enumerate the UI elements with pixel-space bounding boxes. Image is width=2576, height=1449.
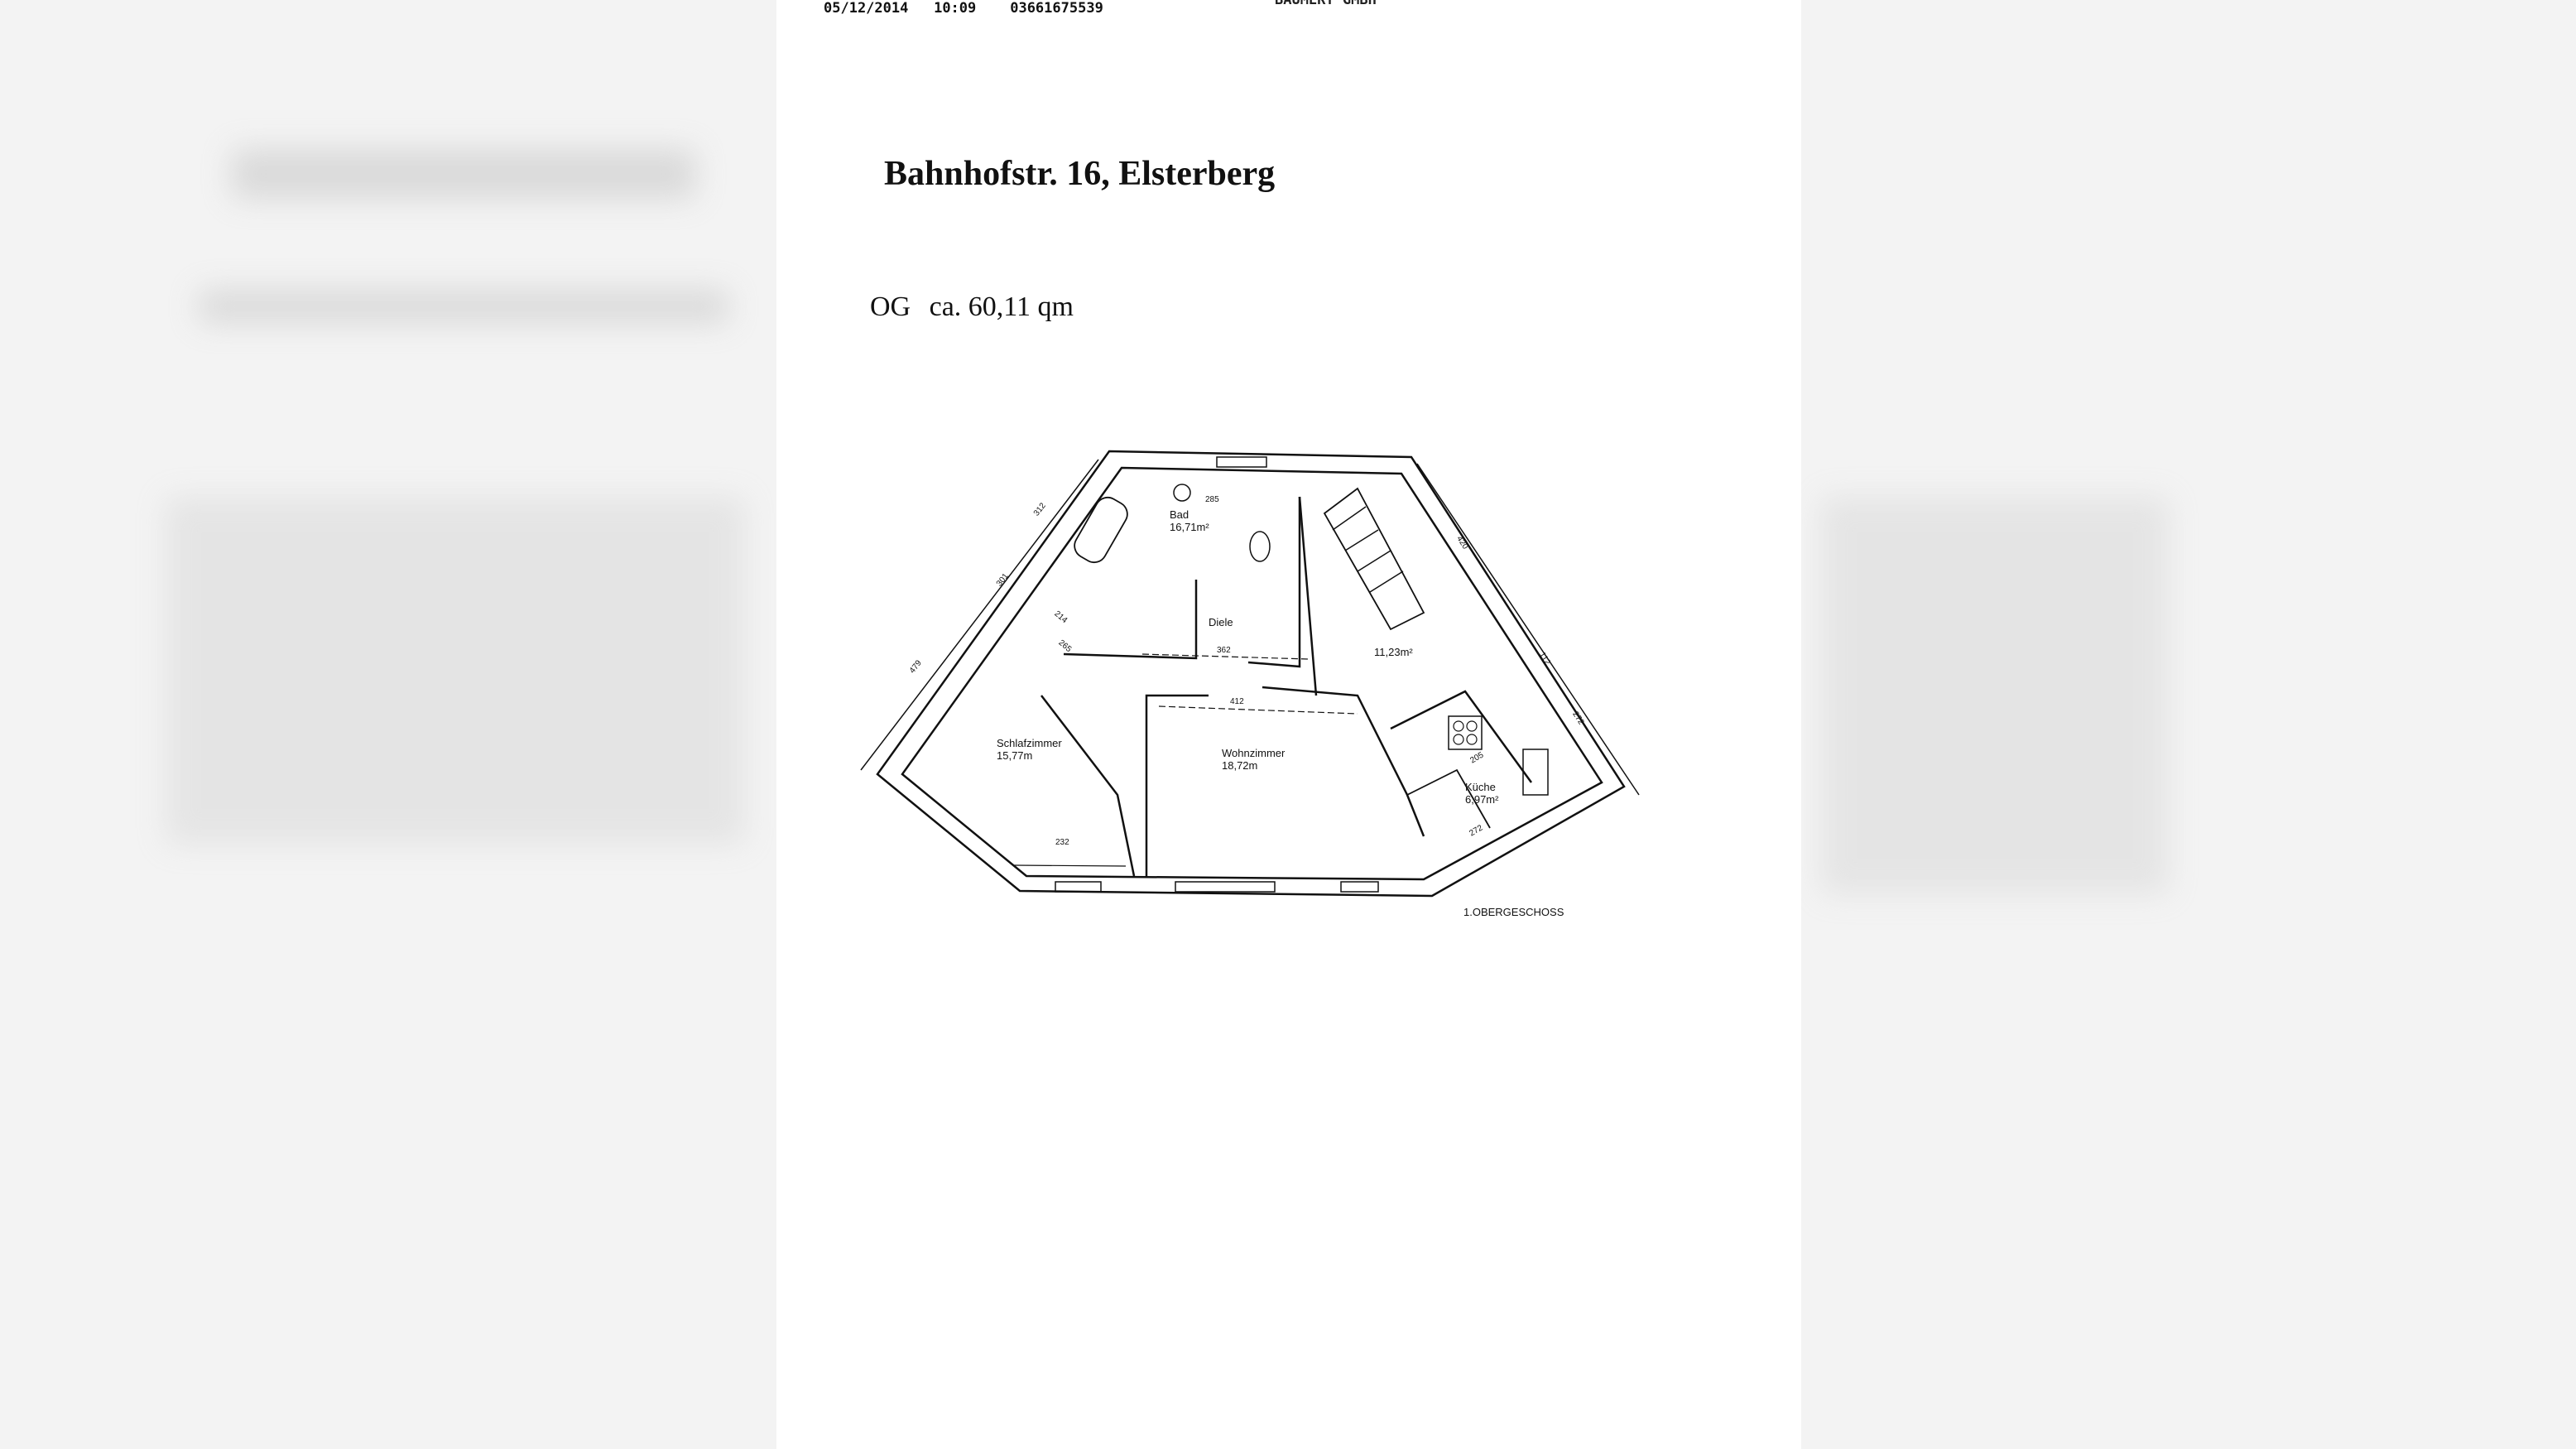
dimension-label: 232 (1055, 838, 1069, 847)
room-name: Diele (1209, 616, 1233, 628)
dimension-label: 420 (1454, 534, 1470, 551)
window (1216, 456, 1267, 468)
room-stair-area: 11,23m² (1374, 646, 1413, 658)
dimension-label: 112 (1537, 650, 1552, 667)
stair (1323, 487, 1425, 631)
stair-wall (1298, 496, 1318, 696)
fax-date: 05/12/2014 (824, 0, 909, 17)
sink-icon (1522, 749, 1549, 796)
window (1055, 881, 1102, 893)
window (1175, 881, 1276, 893)
dimension-label: 479 (907, 658, 924, 676)
room-area: 11,23m² (1374, 646, 1413, 658)
bedroom-wall (1040, 695, 1136, 877)
dimension-label: 312 (1031, 501, 1048, 518)
blurred-background-right (1821, 497, 2169, 894)
room-area: 16,71m² (1170, 521, 1209, 533)
fax-phone: 03661675539 (1010, 0, 1103, 17)
toilet-icon (1249, 531, 1271, 562)
washbasin-icon (1173, 484, 1191, 502)
floor-area-line: OG ca. 60,11 qm (870, 291, 1085, 323)
blurred-background-left (232, 149, 695, 199)
fax-time: 10:09 (934, 0, 977, 17)
dimension-line-left (860, 459, 1099, 771)
bath-wall (1063, 580, 1198, 660)
blurred-background-left-3 (166, 497, 745, 845)
dimension-label: 214 (1052, 609, 1069, 626)
blurred-background-left-2 (199, 290, 728, 323)
document-title: Bahnhofstr. 16, Elsterberg (884, 155, 1276, 193)
dimension-label: 412 (1230, 697, 1244, 706)
dimension-label: 265 (1056, 638, 1074, 655)
dimension-label: 205 (1468, 750, 1486, 766)
area-label: ca. 60,11 qm (929, 291, 1074, 322)
kitchen-inner (1406, 768, 1491, 829)
room-name: Küche (1465, 781, 1496, 793)
inner-wall (901, 466, 1603, 881)
room-area: 6,97m² (1465, 793, 1499, 806)
floor-label: OG (870, 291, 911, 322)
room-name: Wohnzimmer (1222, 747, 1286, 759)
dimension-label: 301 (994, 571, 1011, 589)
dimension-label: 285 (1205, 495, 1219, 504)
dimension-label: 272 (1570, 710, 1586, 727)
floor-plan-caption: 1.OBERGESCHOSS (1463, 906, 1564, 918)
room-area: 15,77m (997, 749, 1033, 762)
dimension-label: 362 (1217, 646, 1231, 655)
room-name: Bad (1170, 508, 1189, 521)
fax-header: 05/12/2014 10:09 03661675539 (824, 0, 1103, 17)
window (1340, 881, 1379, 893)
fax-company: BAUMERT GMBH (1275, 0, 1377, 8)
living-wall-left (1145, 694, 1209, 876)
bathtub-icon (1074, 496, 1128, 564)
outer-wall (876, 450, 1626, 898)
living-wall-top (1262, 686, 1425, 837)
stove-icon (1448, 715, 1483, 750)
dimension-label: 272 (1468, 823, 1485, 839)
room-area: 18,72m (1222, 759, 1258, 772)
scanned-document-page: 05/12/2014 10:09 03661675539 BAUMERT GMB… (776, 0, 1801, 1449)
kitchen-wall (1390, 690, 1533, 783)
bath-wall-2 (1247, 497, 1301, 668)
room-name: Schlafzimmer (997, 737, 1062, 749)
room-diele: Diele (1209, 616, 1233, 628)
dimension-line-right (1416, 463, 1640, 796)
floor-plan (860, 450, 1640, 898)
